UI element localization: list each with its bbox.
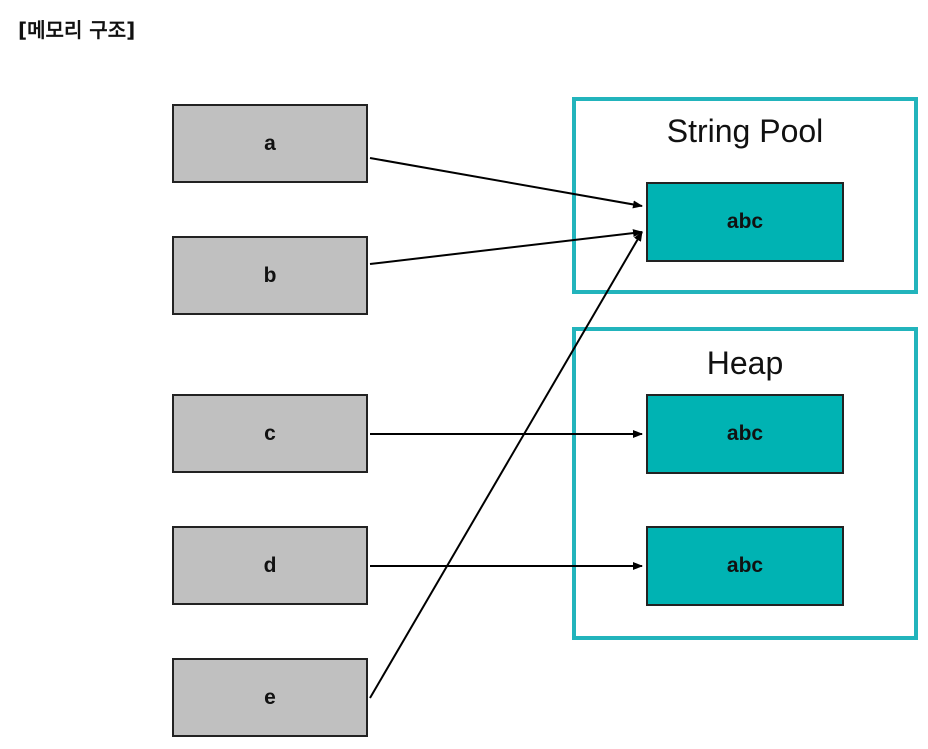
- variable-box-b: b: [172, 236, 368, 315]
- variable-box-e: e: [172, 658, 368, 737]
- string-pool-object-abc: abc: [646, 182, 844, 262]
- heap-object-abc-1: abc: [646, 394, 844, 474]
- heap-title: Heap: [706, 345, 784, 381]
- variable-box-c: c: [172, 394, 368, 473]
- string-pool-title: String Pool: [666, 113, 824, 149]
- variable-box-a: a: [172, 104, 368, 183]
- page-title: [메모리 구조]: [18, 18, 136, 42]
- variable-box-d: d: [172, 526, 368, 605]
- heap-object-abc-2: abc: [646, 526, 844, 606]
